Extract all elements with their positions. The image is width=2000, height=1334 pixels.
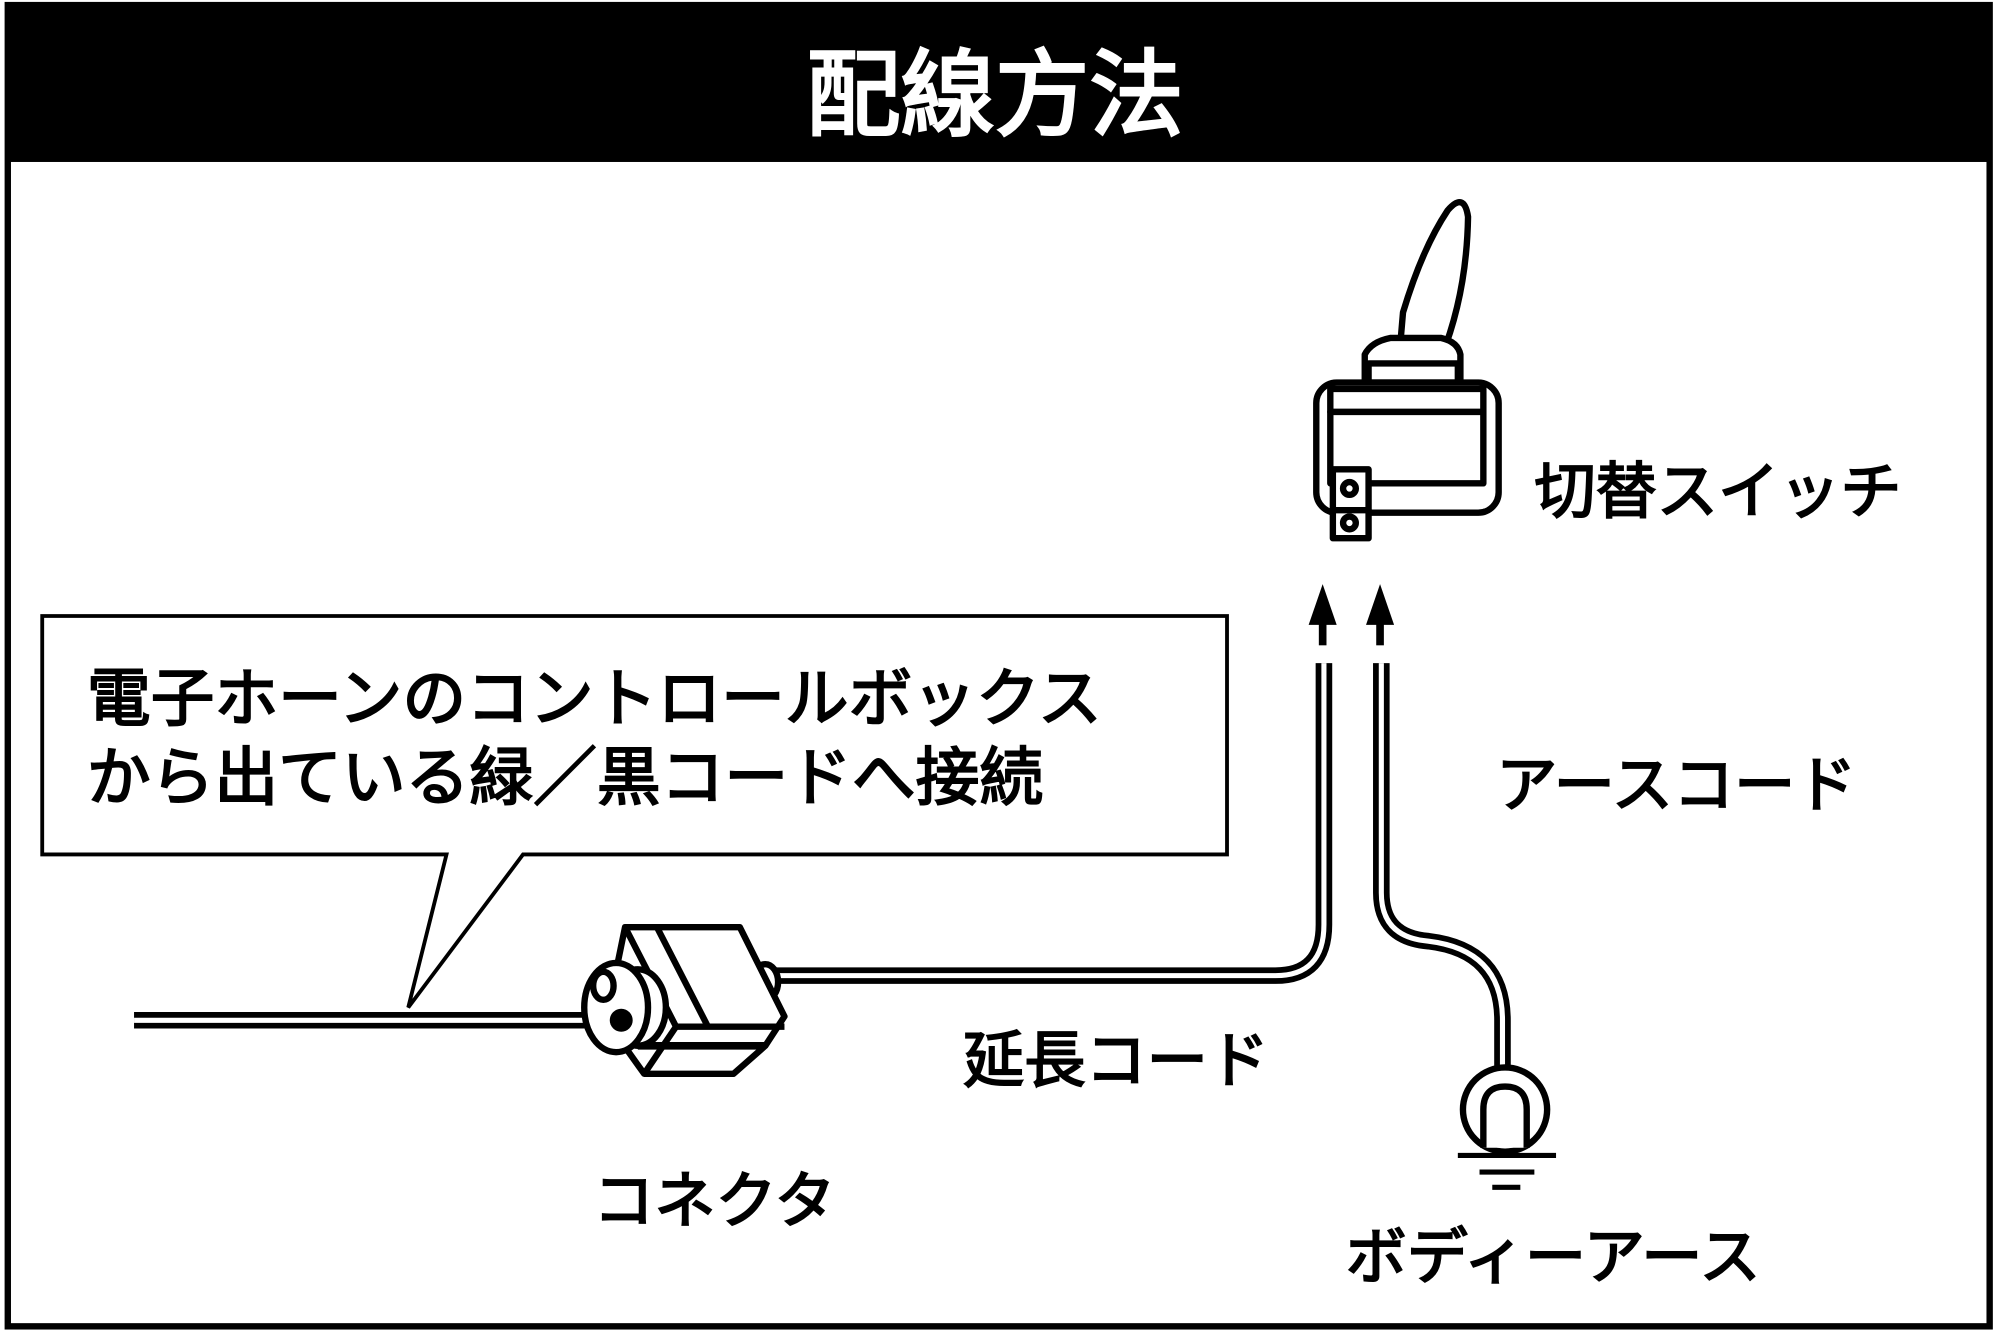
- callout-line-2: から出ている緑／黒コードへ接続: [87, 742, 1043, 816]
- callout-line-1: 電子ホーンのコントロールボックス: [87, 663, 1102, 737]
- connector-label: コネクタ: [593, 1166, 835, 1237]
- connector-icon: [581, 923, 788, 1078]
- callout-bubble: 電子ホーンのコントロールボックス から出ている緑／黒コードへ接続: [40, 614, 1229, 1009]
- earth-cord-wire: [1373, 663, 1511, 1078]
- title-bar: [7, 5, 1990, 162]
- ground-icon: [1457, 1064, 1557, 1190]
- arrow-up-icon: [1366, 584, 1395, 625]
- arrow-up-icon: [1308, 584, 1337, 625]
- page-title: 配線方法: [806, 41, 1183, 151]
- toggle-switch-icon: [1313, 199, 1502, 542]
- body-earth-label: ボディーアース: [1346, 1222, 1761, 1293]
- earth-cord-label: アースコード: [1496, 750, 1857, 821]
- extension-cord-wire: [765, 663, 1333, 984]
- extension-cord-label: 延長コード: [963, 1025, 1269, 1096]
- switch-label: 切替スイッチ: [1534, 457, 1901, 528]
